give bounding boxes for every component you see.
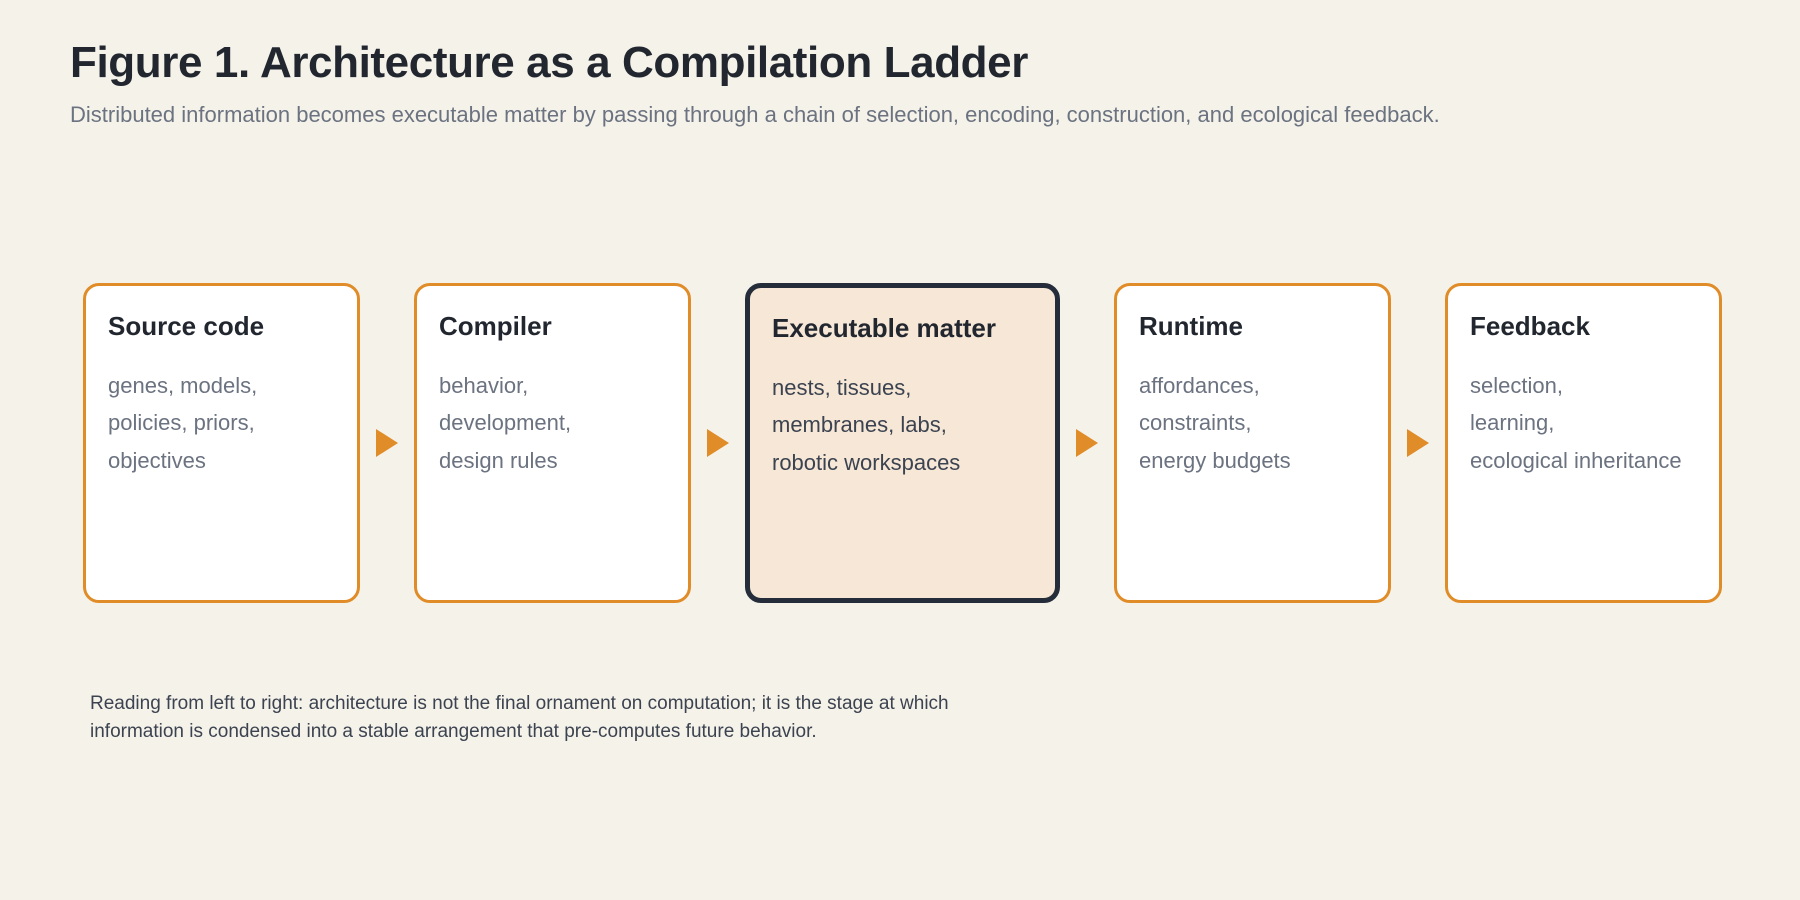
stage-list-item: development, [439, 410, 572, 436]
stage-title: Executable matter [772, 313, 996, 343]
figure-note-line-2: information is condensed into a stable a… [90, 720, 817, 742]
figure-header: Figure 1. Architecture as a Compilation … [70, 38, 1800, 130]
stage-title: Runtime [1139, 311, 1243, 341]
figure-caption-note: Reading from left to right: architecture… [90, 690, 1290, 745]
compilation-ladder-diagram: Source code genes, models, policies, pri… [83, 283, 1743, 603]
stage-item-list: nests, tissues, membranes, labs, robotic… [772, 369, 1033, 482]
stage-list-item: membranes, labs, [772, 412, 947, 438]
connector-executable-matter-to-runtime [1060, 283, 1114, 603]
stage-title: Feedback [1470, 311, 1590, 341]
stage-list-item: robotic workspaces [772, 450, 961, 476]
stage-list-item: nests, tissues, [772, 374, 912, 400]
arrow-right-triangle-icon [1076, 429, 1098, 457]
stage-card-source-code[interactable]: Source code genes, models, policies, pri… [83, 283, 360, 603]
stage-item-list: genes, models, policies, priors, objecti… [108, 367, 335, 480]
figure-subtitle: Distributed information becomes executab… [70, 102, 1440, 128]
stage-list-item: energy budgets [1139, 448, 1291, 474]
stage-card-feedback[interactable]: Feedback selection, learning, ecological… [1445, 283, 1722, 603]
figure-note-line-1: Reading from left to right: architecture… [90, 693, 949, 714]
stage-list-item: learning, [1470, 410, 1555, 436]
stage-card-executable-matter[interactable]: Executable matter nests, tissues, membra… [745, 283, 1060, 603]
connector-runtime-to-feedback [1391, 283, 1445, 603]
arrow-right-triangle-icon [376, 429, 398, 457]
stage-list-item: policies, priors, [108, 410, 255, 436]
stage-item-list: affordances, constraints, energy budgets [1139, 367, 1366, 480]
stage-card-runtime[interactable]: Runtime affordances, constraints, energy… [1114, 283, 1391, 603]
connector-compiler-to-executable-matter [691, 283, 745, 603]
arrow-right-triangle-icon [707, 429, 729, 457]
stage-list-item: affordances, [1139, 372, 1260, 398]
connector-source-code-to-compiler [360, 283, 414, 603]
stage-list-item: objectives [108, 448, 206, 474]
stage-item-list: selection, learning, ecological inherita… [1470, 367, 1697, 480]
stage-list-item: ecological inheritance [1470, 448, 1682, 474]
stage-list-item: genes, models, [108, 372, 258, 398]
arrow-right-triangle-icon [1407, 429, 1429, 457]
stage-title: Compiler [439, 311, 552, 341]
stage-list-item: constraints, [1139, 410, 1252, 436]
figure-title: Figure 1. Architecture as a Compilation … [70, 38, 1028, 87]
stage-list-item: behavior, [439, 372, 529, 398]
stage-card-compiler[interactable]: Compiler behavior, development, design r… [414, 283, 691, 603]
stage-item-list: behavior, development, design rules [439, 367, 666, 480]
stage-list-item: selection, [1470, 372, 1563, 398]
stage-title: Source code [108, 311, 265, 341]
stage-list-item: design rules [439, 448, 558, 474]
